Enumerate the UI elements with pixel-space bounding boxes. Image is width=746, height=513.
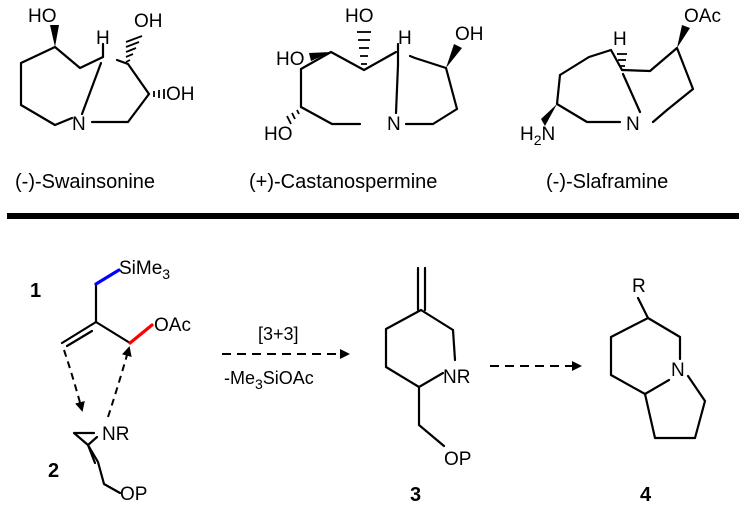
wedge-bond [50, 25, 59, 47]
hash-bond [125, 35, 143, 63]
compound-4-number: 4 [640, 484, 652, 506]
swainsonine-h-label: H [96, 28, 110, 49]
wedge-bond [677, 25, 690, 48]
compound-3-nr-label: NR [443, 367, 470, 388]
compound-3-number: 3 [410, 484, 421, 506]
swainsonine-n-label: N [72, 114, 86, 135]
compound-2-op-label: OP [120, 484, 147, 505]
castanospermine-h-label: H [398, 28, 412, 49]
castanospermine-oh-label: OH [455, 24, 484, 45]
compound-2-number: 2 [48, 460, 59, 482]
arrow-condition-below: -Me3SiOAc [224, 368, 314, 392]
section-divider [7, 213, 739, 219]
acetate-bond [128, 323, 154, 345]
arrow-condition-above: [3+3] [258, 324, 299, 344]
swainsonine-oh-top-label: OH [134, 11, 163, 32]
silyl-bond [94, 268, 121, 286]
castanospermine-ho-left-label: HO [276, 49, 305, 70]
slaframine-oac-label: OAc [684, 6, 721, 27]
hash-bond [617, 53, 627, 67]
swainsonine-oh-right-label: OH [166, 84, 195, 105]
castanospermine-structure: HO HO HO OH H N [264, 6, 484, 145]
hash-bond [153, 89, 165, 99]
compound-3-op-label: OP [444, 449, 471, 470]
slaframine-nh2-label: H2N [520, 124, 555, 148]
slaframine-structure: OAc H H2N N [520, 6, 721, 148]
castanospermine-ho-top-label: HO [345, 6, 374, 27]
compound-1-structure: 1 SiMe3 OAc [30, 258, 191, 418]
compound-3-structure: NR OP 3 [384, 266, 471, 506]
castanospermine-n-label: N [387, 114, 401, 135]
compound-4-n-label: N [671, 360, 685, 381]
slaframine-h-label: H [613, 29, 627, 50]
castanospermine-ho-bottom-label: HO [264, 124, 293, 145]
compound-1-sime3-label: SiMe3 [119, 258, 170, 282]
swainsonine-ho-label: HO [28, 6, 57, 27]
compound-1-oac-label: OAc [154, 315, 191, 336]
swainsonine-name: (-)-Swainsonine [15, 171, 155, 193]
compound-4-r-label: R [632, 276, 646, 297]
wedge-bond [541, 104, 557, 126]
dashed-arrow [63, 349, 85, 412]
slaframine-name: (-)-Slaframine [546, 171, 668, 193]
compound-1-number: 1 [30, 280, 41, 302]
slaframine-n-label: N [626, 114, 640, 135]
compound-2-structure: 2 NR OP [48, 424, 147, 505]
swainsonine-structure: HO OH OH H N [19, 6, 195, 135]
compound-2-nr-label: NR [102, 424, 129, 445]
hash-bond [286, 109, 300, 125]
reaction-arrow-1: [3+3] -Me3SiOAc [222, 324, 350, 392]
wedge-bond [309, 52, 331, 61]
dashed-arrow [107, 346, 132, 418]
castanospermine-name: (+)-Castanospermine [249, 171, 437, 193]
compound-4-structure: R N 4 [609, 276, 707, 506]
wedge-bond [446, 44, 462, 68]
hash-bond [357, 31, 371, 65]
